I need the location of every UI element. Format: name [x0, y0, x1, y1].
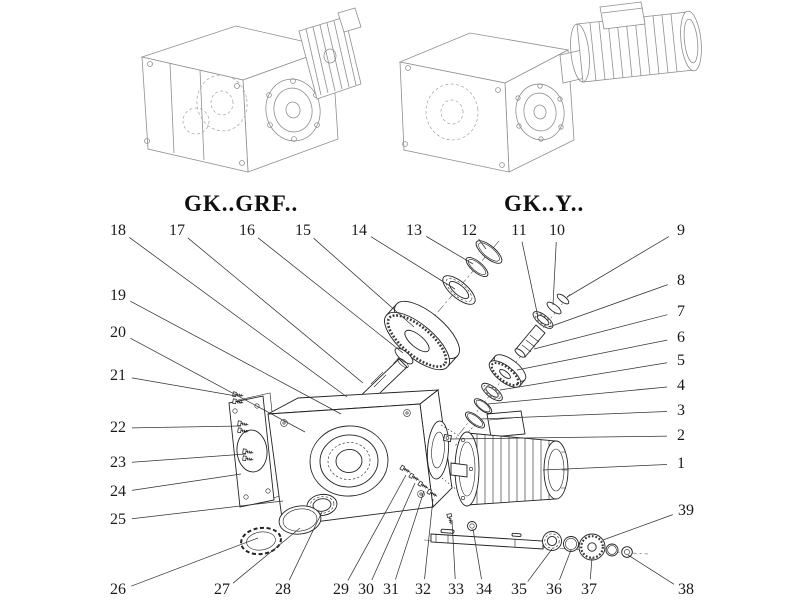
leader-line-35	[527, 548, 553, 582]
leader-line-9	[566, 236, 670, 298]
leader-line-34	[472, 528, 482, 580]
leader-line-11	[521, 241, 539, 318]
leader-line-32	[424, 498, 434, 580]
leader-line-5	[499, 362, 668, 391]
leader-line-30	[371, 482, 416, 581]
model-title-grf: GK..GRF..	[184, 191, 299, 216]
leader-line-7	[533, 314, 668, 350]
bevel-pinion-train	[465, 293, 570, 429]
leader-line-10	[552, 241, 557, 306]
leader-line-13	[426, 236, 474, 265]
leader-line-6	[516, 339, 668, 371]
leader-line-14	[370, 236, 456, 290]
leader-line-4	[487, 386, 668, 405]
leader-line-18	[129, 237, 348, 398]
leader-line-16	[257, 237, 404, 354]
leader-line-39	[602, 514, 673, 541]
leader-line-21	[131, 377, 237, 397]
leader-line-25	[131, 500, 284, 520]
leader-line-15	[313, 237, 415, 328]
gearbox-flange-view	[140, 7, 362, 173]
leader-line-24	[131, 473, 242, 491]
gearmotor-view	[398, 1, 702, 173]
leader-line-37	[589, 557, 593, 580]
leader-line-33	[451, 519, 456, 580]
leader-line-12	[478, 238, 487, 250]
leader-line-38	[627, 554, 675, 585]
leader-line-2	[449, 435, 668, 440]
leader-line-20	[130, 337, 306, 433]
leader-line-1	[542, 464, 668, 471]
leader-line-31	[395, 490, 425, 580]
leader-line-3	[480, 411, 668, 420]
leader-line-36	[559, 549, 572, 581]
leader-line-19	[130, 300, 342, 415]
leader-line-28	[288, 511, 323, 581]
housing-group	[228, 389, 476, 527]
leader-line-26	[130, 537, 259, 587]
leader-line-8	[548, 284, 668, 328]
leader-line-27	[232, 527, 301, 584]
leader-line-23	[131, 453, 247, 463]
leader-line-17	[187, 237, 364, 384]
model-title-y: GK..Y..	[504, 191, 585, 216]
motor	[450, 410, 569, 507]
leader-line-22	[131, 425, 242, 429]
lower-left-rings	[240, 493, 338, 556]
leader-line-29	[347, 474, 407, 581]
output-shaft-assembly	[430, 521, 633, 561]
